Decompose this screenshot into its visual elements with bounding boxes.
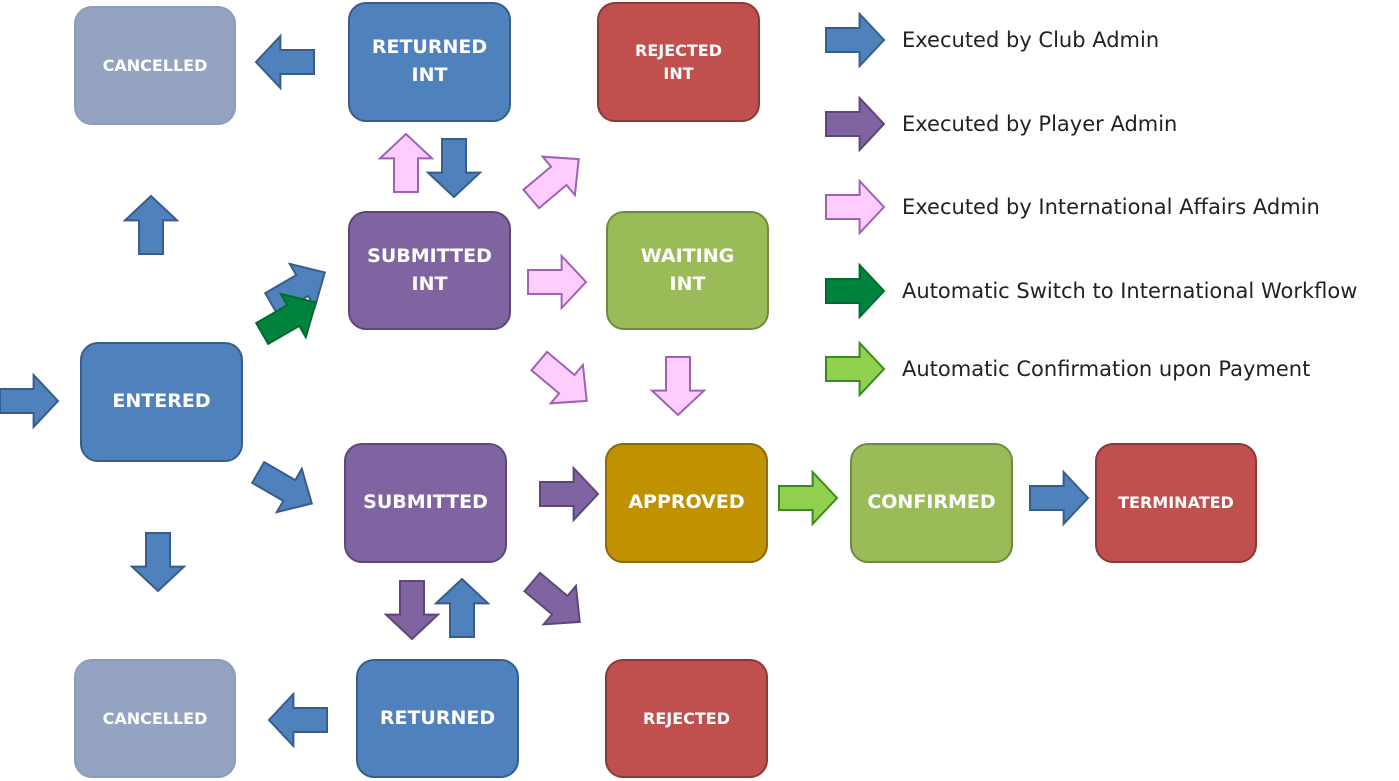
state-terminated: TERMINATED	[1095, 443, 1257, 563]
state-cancelled-bottom: CANCELLED	[74, 659, 236, 778]
state-confirmed: CONFIRMED	[850, 443, 1013, 563]
state-returned-int: RETURNED INT	[348, 2, 511, 122]
arrow-entered-to-cancelled-top	[122, 194, 180, 255]
legend-arrow-shape	[825, 179, 886, 235]
arrow-returned-to-cancelled	[267, 691, 328, 749]
legend-arrow-shape	[825, 96, 886, 152]
legend-arrow-icon	[825, 263, 886, 319]
arrow-confirmed-to-terminated	[1029, 469, 1090, 527]
legend-arrow-icon	[825, 341, 886, 397]
arrow-returned-int-to-cancelled	[254, 33, 315, 91]
arrow-waiting-int-to-approved	[649, 356, 707, 417]
legend-label: Automatic Confirmation upon Payment	[902, 357, 1311, 381]
arrow-submitted-to-rejected	[523, 571, 581, 626]
state-cancelled-top: CANCELLED	[74, 6, 236, 125]
arrow-returned-to-submitted	[433, 577, 491, 638]
legend-item-auto-switch: Automatic Switch to International Workfl…	[824, 263, 1357, 319]
legend-item-intl-admin: Executed by International Affairs Admin	[824, 179, 1320, 235]
arrow-submitted-to-approved	[539, 465, 600, 523]
arrow-submitted-int-to-waiting-int	[527, 253, 588, 311]
arrow-submitted-to-returned	[383, 580, 441, 641]
arrow-submitted-int-to-returned-int	[377, 132, 435, 193]
state-returned: RETURNED	[356, 659, 519, 778]
legend-label: Executed by Club Admin	[902, 28, 1160, 52]
state-submitted: SUBMITTED	[344, 443, 507, 563]
arrow-submitted-int-to-approved	[530, 350, 588, 405]
legend-arrow-icon	[825, 96, 886, 152]
arrow-auto-switch-to-submitted-int	[254, 292, 318, 346]
legend-item-auto-confirm: Automatic Confirmation upon Payment	[824, 341, 1310, 397]
legend-arrow-shape	[825, 341, 886, 397]
legend-item-player-admin: Executed by Player Admin	[824, 96, 1177, 152]
legend-label: Executed by Player Admin	[902, 112, 1178, 136]
state-entered: ENTERED	[80, 342, 243, 462]
legend-arrow-shape	[825, 12, 886, 68]
state-rejected-int: REJECTED INT	[597, 2, 760, 122]
state-rejected: REJECTED	[605, 659, 768, 778]
arrow-start-to-entered	[0, 372, 60, 430]
legend-arrow-icon	[825, 12, 886, 68]
legend-label: Automatic Switch to International Workfl…	[902, 279, 1358, 303]
legend-label: Executed by International Affairs Admin	[902, 195, 1320, 219]
state-waiting-int: WAITING INT	[606, 211, 769, 330]
legend-arrow-icon	[825, 179, 886, 235]
arrow-entered-to-submitted	[250, 460, 314, 514]
arrow-approved-to-confirmed	[778, 469, 839, 527]
state-submitted-int: SUBMITTED INT	[348, 211, 511, 330]
arrow-submitted-int-to-rejected-int	[522, 155, 580, 210]
arrow-entered-to-cancelled-bottom	[129, 532, 187, 593]
legend-item-club-admin: Executed by Club Admin	[824, 12, 1159, 68]
legend-arrow-shape	[825, 263, 886, 319]
state-approved: APPROVED	[605, 443, 768, 563]
arrow-returned-int-to-submitted-int	[425, 138, 483, 199]
